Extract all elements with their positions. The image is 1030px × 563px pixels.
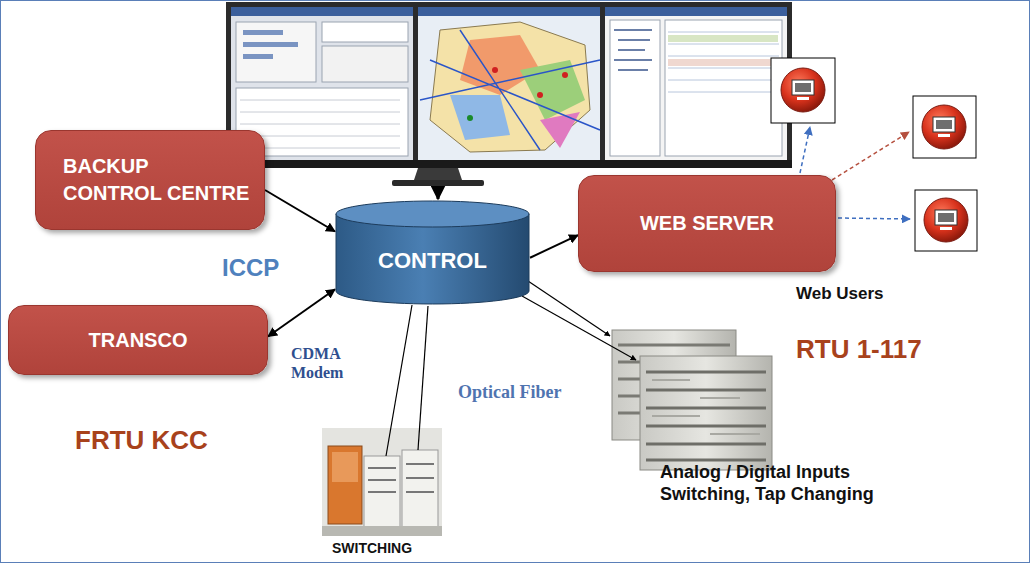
picture-label: SWITCHING (332, 540, 412, 557)
node-text: BACKUP CONTROL CENTRE (63, 153, 250, 207)
server-box: WEB SERVER (578, 175, 836, 272)
node-text: WEB SERVER (640, 210, 774, 237)
web-user-icon (771, 58, 835, 123)
unit-label: FRTU KCC (75, 425, 208, 456)
monitor-picture (226, 2, 792, 186)
control-cylinder: CONTROL (335, 200, 530, 305)
unit-label: RTU 1-117 (796, 334, 922, 365)
web-user-icon (913, 96, 976, 158)
web-link (838, 218, 910, 219)
node-text: CONTROL (378, 246, 487, 276)
transco-box: TRANSCO (8, 305, 268, 375)
protocol-label: ICCP (222, 254, 279, 283)
display-arrow (437, 188, 440, 199)
link-label: Optical Fiber (458, 382, 561, 404)
web-link (800, 127, 810, 173)
link-label: CDMA Modem (291, 344, 355, 382)
connector-arrow (268, 289, 335, 336)
connector-arrow (530, 235, 578, 258)
group-label: Web Users (796, 284, 884, 304)
switching-link (418, 306, 428, 450)
fiber-link (522, 296, 636, 360)
control-centre-box: BACKUP CONTROL CENTRE (35, 130, 265, 230)
note-label: Analog / Digital Inputs Switching, Tap C… (660, 462, 910, 505)
node-text: TRANSCO (89, 327, 188, 354)
switching-link (386, 305, 412, 456)
fiber-link (528, 281, 610, 336)
web-link (832, 132, 909, 180)
connector-arrow (265, 190, 335, 232)
rtu-rack-picture (612, 330, 772, 470)
switching-picture (322, 428, 442, 536)
web-user-icon (915, 190, 977, 251)
